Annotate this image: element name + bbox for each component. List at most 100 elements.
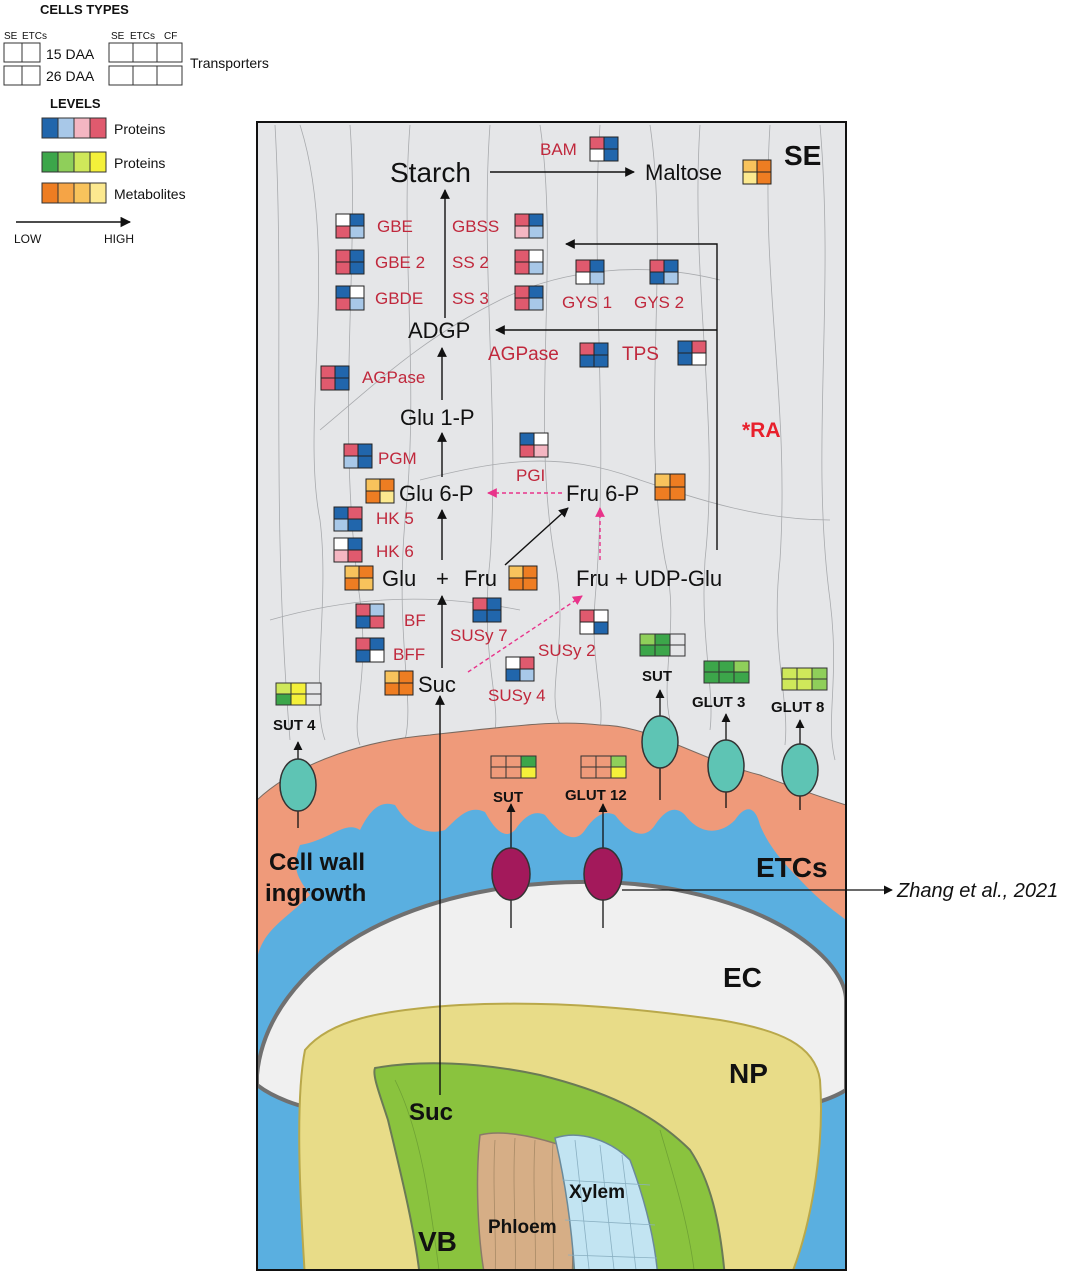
phloem-texture <box>493 1137 554 1270</box>
sut-se-level-icon <box>639 633 686 657</box>
metabolite-glu: Glu <box>382 566 416 591</box>
transporter-grids <box>275 633 828 779</box>
fru-level-icon <box>508 565 538 591</box>
sut4-transporter-oval <box>279 758 317 812</box>
metabolite-glu1p: Glu 1-P <box>400 405 475 430</box>
transporter-glut3: GLUT 3 <box>692 694 745 711</box>
suc-level-icon <box>384 670 414 696</box>
region-se-label: SE <box>784 140 821 171</box>
transporter-sut-etc: SUT <box>493 789 523 806</box>
enzyme-gys2: GYS 2 <box>634 293 684 312</box>
legend-col-se: SE <box>4 31 18 42</box>
enzyme-gbe2: GBE 2 <box>375 253 425 272</box>
agpase-right-level-icon <box>579 342 609 368</box>
metabolite-starch: Starch <box>390 157 471 188</box>
hk5-level-icon <box>333 506 363 532</box>
agpase-left-level-icon <box>320 365 350 391</box>
enzyme-gbss: GBSS <box>452 217 499 236</box>
glut3-level-icon <box>703 660 750 684</box>
glu-level-icon <box>344 565 374 591</box>
glu6p-level-icon <box>365 478 395 504</box>
enzyme-ss3: SS 3 <box>452 289 489 308</box>
enzyme-susy4: SUSy 4 <box>488 686 546 705</box>
transporter-glut8: GLUT 8 <box>771 699 824 716</box>
glut8-transporter-oval <box>781 743 819 797</box>
metabolite-fru6p: Fru 6-P <box>566 481 639 506</box>
gbe-level-icon <box>335 213 365 239</box>
metabolite-adgp: ADGP <box>408 318 470 343</box>
region-vb-label: VB <box>418 1226 457 1257</box>
reference-citation: Zhang et al., 2021 <box>896 880 1058 902</box>
legend-high: HIGH <box>104 232 134 246</box>
region-phloem-label: Phloem <box>488 1217 557 1238</box>
transporter-sut4: SUT 4 <box>273 717 316 734</box>
metabolite-suc-vb: Suc <box>409 1099 453 1126</box>
enzyme-tps: TPS <box>622 344 659 365</box>
legend-metabolite-scale <box>41 182 107 204</box>
sut-etc-level-icon <box>490 755 537 779</box>
enzyme-agpase-right: AGPase <box>488 344 559 365</box>
legend-protein-blue-scale <box>41 117 107 139</box>
bam-level-icon <box>589 136 619 162</box>
legend-col-etcs2: ETCs <box>130 31 155 42</box>
legend-col-cf: CF <box>164 31 177 42</box>
cell-wall-label-line1: Cell wall <box>269 849 365 876</box>
tps-level-icon <box>677 340 707 366</box>
sut-se-transporter-oval <box>641 715 679 769</box>
arrow-suc-fruudp <box>467 595 583 673</box>
ss2-level-icon <box>514 249 544 275</box>
enzyme-hk6: HK 6 <box>376 542 414 561</box>
susy2-level-icon <box>579 609 609 635</box>
transporter-ovals <box>279 715 819 901</box>
region-ec-label: EC <box>723 962 762 993</box>
metabolite-maltose: Maltose <box>645 160 722 185</box>
cell-wall-label-line2: ingrowth <box>265 880 366 907</box>
susy7-level-icon <box>472 597 502 623</box>
enzyme-pgm: PGM <box>378 449 417 468</box>
gbde-level-icon <box>335 285 365 311</box>
fru6p-level-icon <box>654 473 686 501</box>
bf-level-icon <box>355 603 385 629</box>
legend-col-se2: SE <box>111 31 125 42</box>
metabolite-suc: Suc <box>418 672 456 697</box>
sut-etc-transporter-oval <box>491 847 531 901</box>
xylem-texture <box>561 1139 658 1270</box>
legend-transporters: Transporters <box>190 55 269 71</box>
legend-col-etcs: ETCs <box>22 31 47 42</box>
enzyme-gbe: GBE <box>377 217 413 236</box>
legend-row-26daa: 26 DAA <box>46 68 95 84</box>
gys2-level-icon <box>649 259 679 285</box>
legend-protein-green-scale <box>41 151 107 173</box>
transporter-sut-se: SUT <box>642 668 672 685</box>
enzyme-hk5: HK 5 <box>376 509 414 528</box>
enzyme-ss2: SS 2 <box>452 253 489 272</box>
enzyme-gys1: GYS 1 <box>562 293 612 312</box>
sut4-level-icon <box>275 682 322 706</box>
gbe2-level-icon <box>335 249 365 275</box>
legend-low: LOW <box>14 232 42 246</box>
glut3-transporter-oval <box>707 739 745 793</box>
ss3-level-icon <box>514 285 544 311</box>
pathway-arrows <box>435 167 718 1095</box>
enzyme-bff: BFF <box>393 645 425 664</box>
arrow-udpglu-gbss <box>565 239 718 550</box>
enzyme-bf: BF <box>404 611 426 630</box>
metabolite-fru: Fru <box>464 566 497 591</box>
legend-levels-title: LEVELS <box>50 96 101 111</box>
enzyme-pgi: PGI <box>516 466 545 485</box>
pgi-level-icon <box>519 432 549 458</box>
metabolite-glu6p: Glu 6-P <box>399 481 474 506</box>
gbss-level-icon <box>514 213 544 239</box>
glut8-level-icon <box>781 667 828 691</box>
legend-cell-types-title: CELLS TYPES <box>40 2 129 17</box>
region-np-label: NP <box>729 1058 768 1089</box>
legend-metabolites: Metabolites <box>114 186 186 202</box>
bff-level-icon <box>355 637 385 663</box>
pathway-dashed-arrows <box>467 488 605 673</box>
enzyme-gbde: GBDE <box>375 289 423 308</box>
pgm-level-icon <box>343 443 373 469</box>
level-squares <box>320 136 772 696</box>
legend-proteins-a: Proteins <box>114 121 165 137</box>
metabolite-fru-udpglu: Fru + UDP-Glu <box>576 566 722 591</box>
